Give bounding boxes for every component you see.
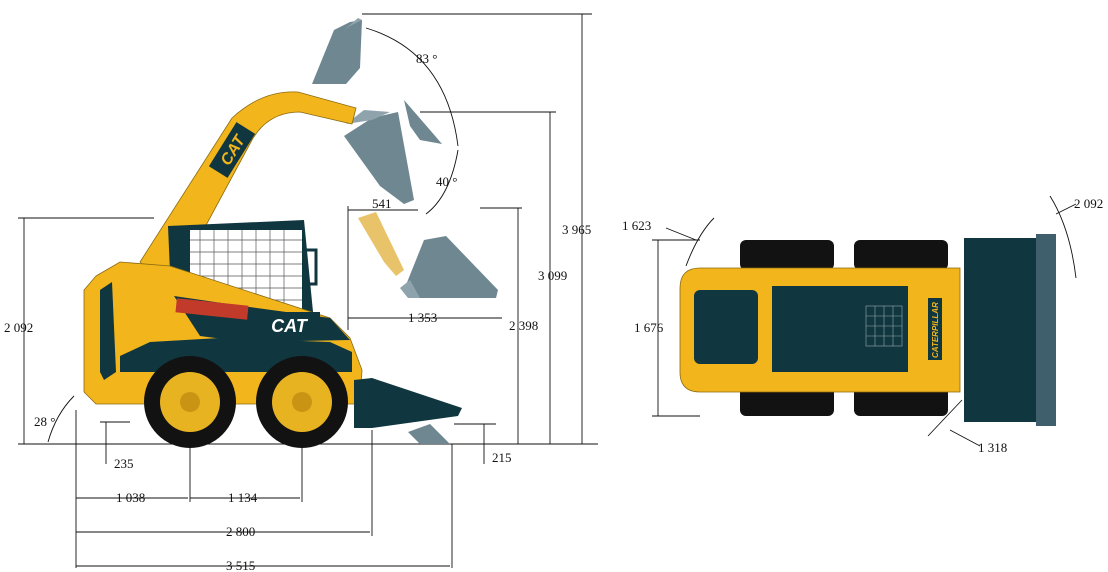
tire-top-right-rear	[740, 386, 834, 416]
dim-max-height: 3 965	[562, 222, 591, 237]
bucket-mid-position	[358, 212, 498, 298]
caterpillar-wordmark: CATERPILLAR	[931, 302, 940, 358]
cat-logo-body-bg	[258, 312, 320, 338]
dim-wheelbase: 1 134	[228, 490, 258, 505]
tire-top-left-rear	[740, 240, 834, 270]
dim-turning-circle-front: 2 092	[1074, 196, 1103, 211]
top-bucket	[964, 238, 1038, 422]
angle-departure: 28 °	[34, 414, 55, 429]
dim-dump-height: 2 398	[509, 318, 538, 333]
top-cab-roof	[772, 286, 908, 372]
dim-bucket-width: 1 318	[978, 440, 1007, 455]
dim-length-with-bucket: 3 515	[226, 558, 255, 572]
dim-rear-wheelbase: 1 038	[116, 490, 145, 505]
bucket-ground	[354, 378, 462, 444]
top-bucket-edge	[1036, 234, 1056, 426]
tire-top-right-front	[854, 386, 948, 416]
dim-reach-1353: 1 353	[408, 310, 437, 325]
top-roof-grid	[865, 305, 903, 347]
bucket-dump-position	[344, 100, 442, 204]
dim-overall-height: 2 092	[4, 320, 33, 335]
dim-reach-541: 541	[372, 196, 392, 211]
dim-hinge-pin-height: 3 099	[538, 268, 567, 283]
lift-cylinder	[175, 298, 249, 320]
lift-arm-ghost	[358, 212, 404, 276]
bucket-max-height	[312, 18, 362, 84]
dim-turning-circle-rear: 1 623	[622, 218, 651, 233]
front-wheel	[256, 356, 348, 448]
caterpillar-plate	[928, 298, 942, 360]
angle-dump-83: 83 °	[416, 51, 437, 66]
dim-length-no-bucket: 2 800	[226, 524, 255, 539]
side-view: CAT CAT	[4, 13, 598, 572]
rear-wheel	[144, 356, 236, 448]
dim-dig-depth: 215	[492, 450, 512, 465]
angle-dump-40: 40 °	[436, 174, 457, 189]
cat-logo-body: CAT	[271, 316, 309, 336]
top-view: CATERPILLAR 1 676 1 623 2 092 1 318	[622, 195, 1103, 455]
dim-ground-clearance: 235	[114, 456, 134, 471]
dim-width-over-tires: 1 676	[634, 320, 664, 335]
tire-top-left-front	[854, 240, 948, 270]
top-engine-cover	[694, 290, 758, 364]
